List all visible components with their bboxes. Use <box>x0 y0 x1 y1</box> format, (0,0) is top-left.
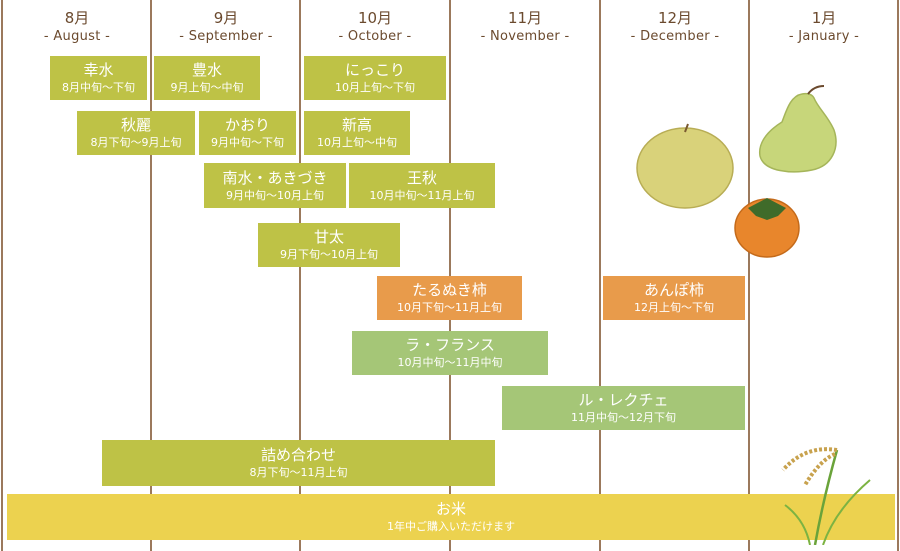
item-period: 8月下旬〜9月上旬 <box>90 136 182 149</box>
item-period: 8月中旬〜下旬 <box>62 81 135 94</box>
month-header-september: 9月 - September - <box>151 8 301 46</box>
month-divider <box>299 0 301 551</box>
month-jp: 10月 <box>357 9 393 27</box>
item-name: かおり <box>224 116 270 134</box>
item-kosui[interactable]: 幸水 8月中旬〜下旬 <box>50 56 147 100</box>
item-name: ル・レクチェ <box>578 391 669 409</box>
month-header-january: 1月 - January - <box>749 8 899 46</box>
western-pear-illustration <box>758 85 837 173</box>
month-jp: 11月 <box>507 9 543 27</box>
month-divider <box>449 0 451 551</box>
item-period: 10月下旬〜11月上旬 <box>397 301 502 314</box>
month-header-november: 11月 - November - <box>450 8 600 46</box>
item-assortment[interactable]: 詰め合わせ 8月下旬〜11月上旬 <box>102 440 495 486</box>
item-kaori[interactable]: かおり 9月中旬〜下旬 <box>199 111 296 155</box>
month-en: - September - <box>179 29 273 44</box>
item-period: 12月上旬〜下旬 <box>634 301 714 314</box>
item-name: お米 <box>435 500 466 518</box>
month-divider <box>150 0 152 551</box>
item-name: 王秋 <box>406 168 437 187</box>
month-jp: 9月 <box>213 9 239 27</box>
item-nikkori[interactable]: にっこり 10月上旬〜下旬 <box>304 56 446 100</box>
item-shurei[interactable]: 秋麗 8月下旬〜9月上旬 <box>77 111 195 155</box>
item-name: 詰め合わせ <box>260 446 336 464</box>
rice-plant-illustration <box>781 447 871 545</box>
month-en: - August - <box>43 29 111 44</box>
item-period: 10月上旬〜下旬 <box>335 81 415 94</box>
month-en: - December - <box>630 29 720 44</box>
month-divider <box>897 0 899 551</box>
item-period: 10月中旬〜11月上旬 <box>369 188 475 202</box>
item-le-lectier[interactable]: ル・レクチェ 11月中旬〜12月下旬 <box>502 386 745 430</box>
month-en: - January - <box>788 29 860 44</box>
item-la-france[interactable]: ラ・フランス 10月中旬〜11月中旬 <box>352 331 548 375</box>
item-period: 10月上旬〜中旬 <box>317 136 397 149</box>
item-name: 秋麗 <box>120 116 151 134</box>
item-hosui[interactable]: 豊水 9月上旬〜中旬 <box>154 56 260 100</box>
item-name: たるぬき柿 <box>412 281 487 299</box>
month-en: - November - <box>480 29 570 44</box>
item-anpo-kaki[interactable]: あんぽ柿 12月上旬〜下旬 <box>603 276 745 320</box>
item-niitaka[interactable]: 新高 10月上旬〜中旬 <box>304 111 410 155</box>
item-name: にっこり <box>344 61 405 79</box>
item-period: 9月下旬〜10月上旬 <box>280 248 378 261</box>
item-name: 南水・あきづき <box>222 168 328 187</box>
persimmon-illustration <box>734 198 800 258</box>
item-name: 甘太 <box>313 228 344 246</box>
item-name: 豊水 <box>191 61 222 79</box>
month-divider <box>599 0 601 551</box>
month-header-august: 8月 - August - <box>2 8 152 46</box>
month-jp: 1月 <box>811 9 837 27</box>
month-header-october: 10月 - October - <box>300 8 450 46</box>
item-period: 10月中旬〜11月中旬 <box>397 356 503 369</box>
item-period: 9月中旬〜10月上旬 <box>226 188 324 202</box>
month-en: - October - <box>338 29 412 44</box>
item-period: 11月中旬〜12月下旬 <box>571 411 676 424</box>
item-period: 9月上旬〜中旬 <box>170 81 244 94</box>
item-rice[interactable]: お米 1年中ご購入いただけます <box>7 494 895 540</box>
item-kanta[interactable]: 甘太 9月下旬〜10月上旬 <box>258 223 400 267</box>
item-period: 9月中旬〜下旬 <box>211 136 284 149</box>
month-header-december: 12月 - December - <box>600 8 750 46</box>
month-jp: 8月 <box>64 9 90 27</box>
item-period: 1年中ご購入いただけます <box>387 520 515 533</box>
japanese-pear-illustration <box>636 123 734 209</box>
month-divider <box>748 0 750 551</box>
item-name: 幸水 <box>83 61 114 79</box>
item-period: 8月下旬〜11月上旬 <box>249 466 348 479</box>
item-tarunuki-kaki[interactable]: たるぬき柿 10月下旬〜11月上旬 <box>377 276 522 320</box>
item-name: あんぽ柿 <box>643 281 704 299</box>
item-name: 新高 <box>341 116 372 134</box>
month-divider <box>1 0 3 551</box>
month-jp: 12月 <box>657 9 693 27</box>
item-name: ラ・フランス <box>405 336 495 354</box>
